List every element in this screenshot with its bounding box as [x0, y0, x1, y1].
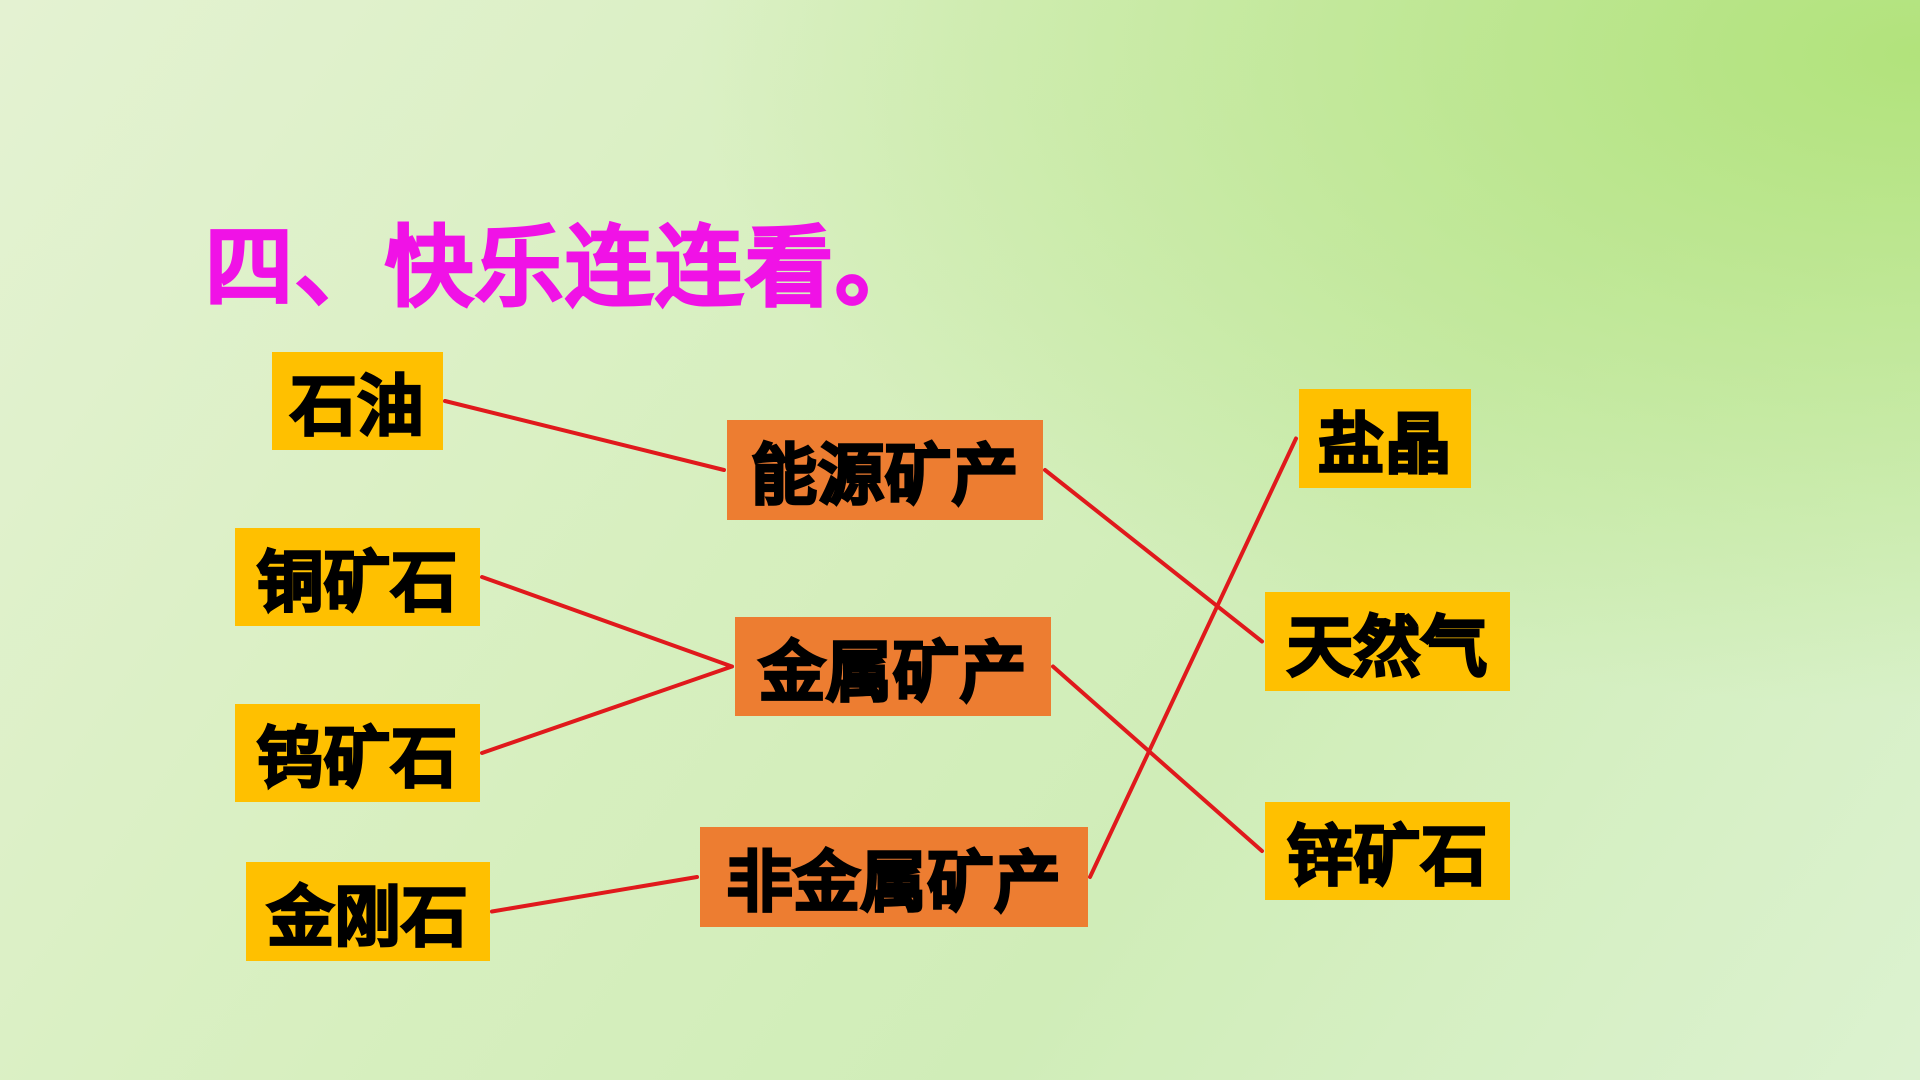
- category-energy-minerals[interactable]: 能源矿产: [727, 420, 1043, 520]
- connection-line-1: [443, 399, 726, 472]
- connection-line-5: [1043, 468, 1264, 644]
- right-item-salt-crystal[interactable]: 盐晶: [1299, 389, 1471, 488]
- connection-line-6: [1051, 664, 1264, 853]
- right-item-natural-gas[interactable]: 天然气: [1265, 592, 1510, 691]
- category-nonmetal-minerals[interactable]: 非金属矿产: [700, 827, 1088, 927]
- connection-line-4: [490, 875, 699, 914]
- left-item-tungsten-ore[interactable]: 钨矿石: [235, 704, 480, 802]
- connection-line-2: [480, 575, 734, 669]
- left-item-diamond[interactable]: 金刚石: [246, 862, 490, 961]
- right-item-zinc-ore[interactable]: 锌矿石: [1265, 802, 1510, 900]
- left-item-copper-ore[interactable]: 铜矿石: [235, 528, 480, 626]
- category-metal-minerals[interactable]: 金属矿产: [735, 617, 1051, 716]
- page-title: 四、快乐连连看。: [204, 216, 926, 319]
- connection-line-3: [480, 664, 734, 755]
- left-item-petroleum[interactable]: 石油: [272, 352, 443, 450]
